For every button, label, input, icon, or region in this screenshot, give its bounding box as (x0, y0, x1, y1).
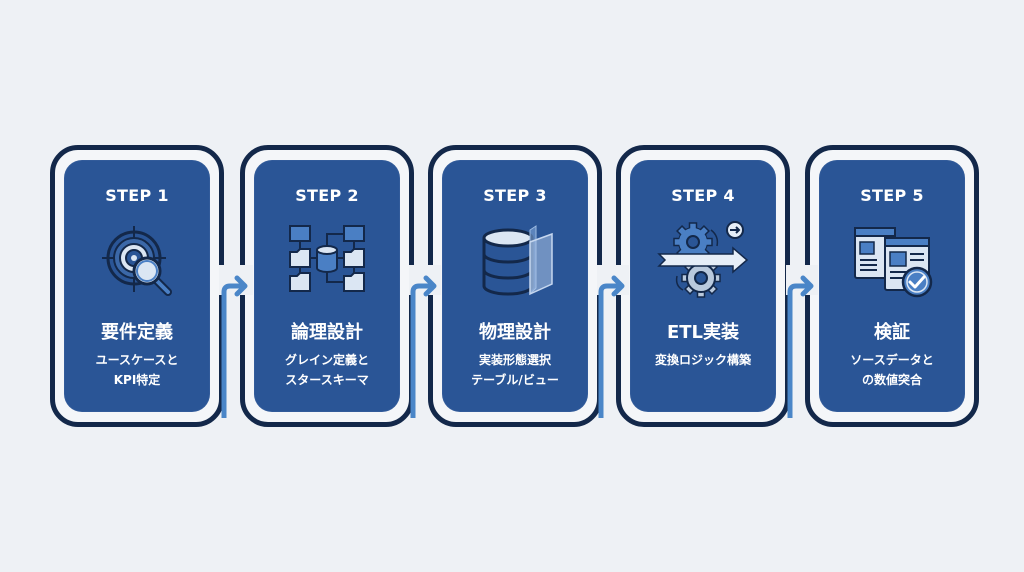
step-5-title: 検証 (874, 322, 910, 343)
frame-gap-2-left (237, 265, 253, 295)
step-1-title: 要件定義 (101, 322, 173, 343)
step-4-frame: STEP 4 (616, 145, 790, 427)
step-3-description-line-2: テーブル/ビュー (471, 373, 559, 387)
step-2-title: 論理設計 (291, 322, 363, 343)
star-schema-icon (254, 220, 400, 304)
step-3-label: STEP 3 (483, 186, 547, 205)
step-1-description-line-1: ユースケースと (95, 353, 179, 367)
step-1-description: ユースケースと KPI特定 (68, 350, 206, 390)
step-5-frame: STEP 5 (805, 145, 979, 427)
step-2-label: STEP 2 (295, 186, 359, 205)
frame-gap-3-right (597, 265, 613, 295)
frame-gap-2-right (409, 265, 425, 295)
step-5-description: ソースデータと の数値突合 (823, 350, 961, 390)
step-4-card: STEP 4 (630, 160, 776, 412)
step-5-card: STEP 5 (819, 160, 965, 412)
step-2-description-line-2: スタースキーマ (285, 373, 369, 387)
step-2-description: グレイン定義と スタースキーマ (258, 350, 396, 390)
step-2-description-line-1: グレイン定義と (284, 353, 369, 367)
frame-gap-5-left (802, 265, 818, 295)
step-4-label: STEP 4 (671, 186, 735, 205)
step-2-card: STEP 2 (254, 160, 400, 412)
step-5-description-line-2: の数値突合 (861, 373, 922, 387)
step-4-description: 変換ロジック構築 (634, 350, 772, 370)
step-5-description-line-1: ソースデータと (850, 353, 934, 367)
frame-gap-3-left (425, 265, 441, 295)
step-3-description-line-1: 実装形態選択 (478, 353, 551, 367)
step-3-frame: STEP 3 物理設計 実装形態選択 テーブル/ビュー (428, 145, 602, 427)
gears-arrow-icon (630, 220, 776, 304)
step-3-description: 実装形態選択 テーブル/ビュー (446, 350, 584, 390)
database-view-icon (442, 220, 588, 304)
step-2-frame: STEP 2 (240, 145, 414, 427)
step-1-label: STEP 1 (105, 186, 169, 205)
step-1-card: STEP 1 要件定義 ユースケースと (64, 160, 210, 412)
step-1-description-line-2: KPI特定 (113, 373, 161, 387)
step-4-title: ETL実装 (666, 322, 740, 343)
frame-gap-4-left (613, 265, 629, 295)
step-4-description-line-1: 変換ロジック構築 (654, 353, 751, 367)
document-check-icon (819, 220, 965, 304)
target-search-icon (64, 220, 210, 304)
step-3-title: 物理設計 (479, 322, 551, 343)
step-1-frame: STEP 1 要件定義 ユースケースと (50, 145, 224, 427)
step-5-label: STEP 5 (860, 186, 924, 205)
frame-gap-4-right (786, 265, 802, 295)
step-3-card: STEP 3 物理設計 実装形態選択 テーブル/ビュー (442, 160, 588, 412)
frame-gap-1-right (219, 265, 235, 295)
